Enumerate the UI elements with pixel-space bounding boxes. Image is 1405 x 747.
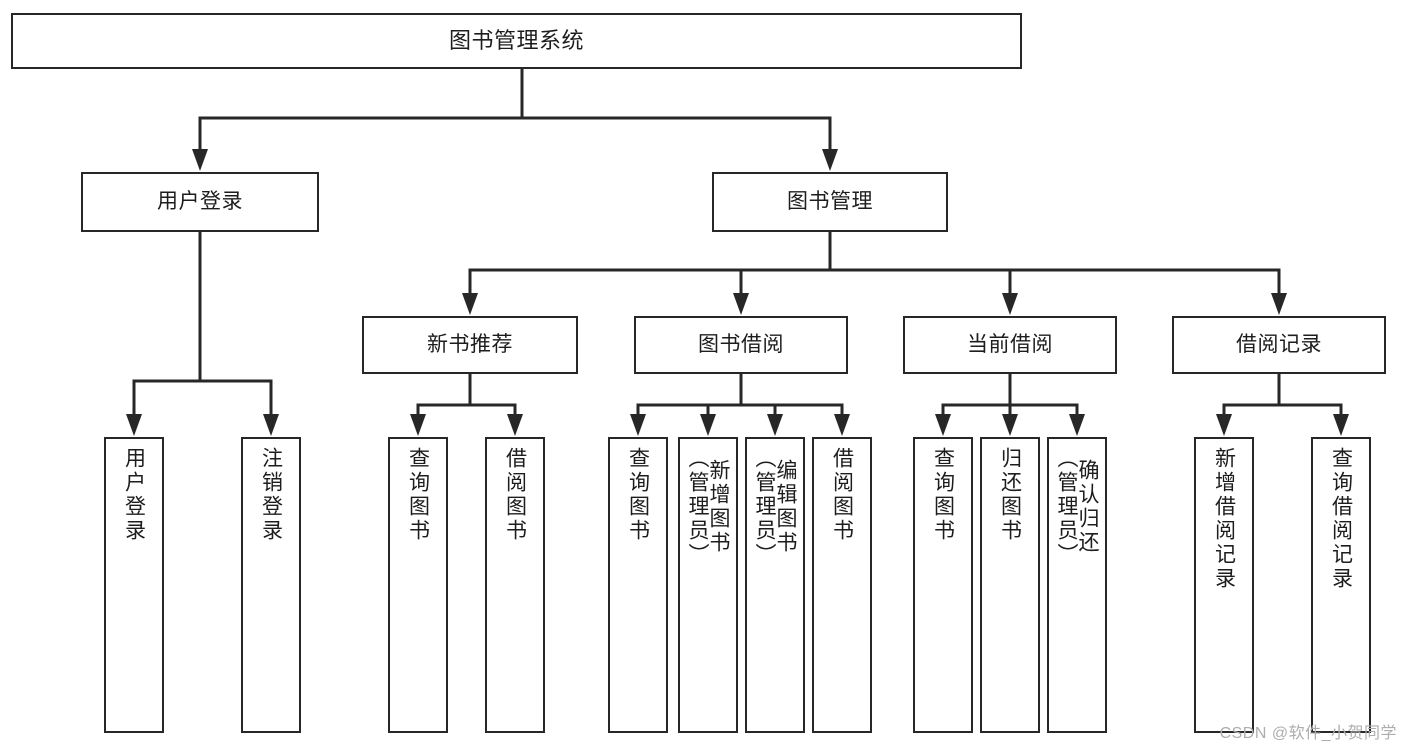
arrow-to-borrow-record [1271,293,1287,315]
arrow-to-book-borrow [733,293,749,315]
node-label-user-login: 用户登录 [157,189,243,213]
node-label-leaf-confirm-return: 确认归还 （管理员） [1055,447,1099,567]
node-leaf-borrow-book-1[interactable]: 借阅图书 [485,437,545,733]
node-leaf-add-record[interactable]: 新增借阅记录 [1194,437,1254,733]
arrow-to-book-manage [822,149,838,171]
node-label-book-borrow: 图书借阅 [698,332,784,356]
node-label-leaf-user-login: 用户登录 [122,447,146,543]
node-leaf-confirm-return[interactable]: 确认归还 （管理员） [1047,437,1107,733]
node-leaf-query-record[interactable]: 查询借阅记录 [1311,437,1371,733]
arrow-to-leaf-add-book [700,414,716,436]
arrow-to-leaf-query-book-2 [630,414,646,436]
node-book-borrow[interactable]: 图书借阅 [634,316,848,374]
node-leaf-query-book-1[interactable]: 查询图书 [388,437,448,733]
node-label-leaf-add-book: 新增图书 （管理员） [686,447,730,567]
node-label-leaf-query-record: 查询借阅记录 [1329,447,1353,591]
arrow-to-leaf-edit-book [767,414,783,436]
arrow-to-leaf-query-record [1333,414,1349,436]
node-label-book-manage: 图书管理 [787,189,873,213]
node-label-current-borrow: 当前借阅 [967,332,1053,356]
node-leaf-logout[interactable]: 注销登录 [241,437,301,733]
node-label-leaf-logout: 注销登录 [259,447,283,543]
connector-arrowheads [126,149,1349,436]
node-new-book-rec[interactable]: 新书推荐 [362,316,578,374]
arrow-to-leaf-return-book [1002,414,1018,436]
arrow-to-leaf-add-record [1216,414,1232,436]
node-label-borrow-record: 借阅记录 [1236,332,1322,356]
node-label-leaf-edit-book: 编辑图书 （管理员） [753,447,797,567]
node-label-leaf-query-book-3: 查询图书 [931,447,955,543]
arrow-to-user-login [192,149,208,171]
node-leaf-add-book[interactable]: 新增图书 （管理员） [678,437,738,733]
node-leaf-user-login[interactable]: 用户登录 [104,437,164,733]
node-label-leaf-borrow-book-2: 借阅图书 [830,447,854,543]
node-label-leaf-return-book: 归还图书 [998,447,1022,543]
node-leaf-query-book-3[interactable]: 查询图书 [913,437,973,733]
arrow-to-new-book-rec [462,293,478,315]
node-label-leaf-add-record: 新增借阅记录 [1212,447,1236,591]
node-leaf-edit-book[interactable]: 编辑图书 （管理员） [745,437,805,733]
arrow-to-leaf-borrow-book-1 [507,414,523,436]
node-label-leaf-borrow-book-1: 借阅图书 [503,447,527,543]
node-user-login[interactable]: 用户登录 [81,172,319,232]
node-leaf-borrow-book-2[interactable]: 借阅图书 [812,437,872,733]
arrow-to-leaf-user-login [126,414,142,436]
arrow-to-leaf-logout [263,414,279,436]
arrow-to-leaf-confirm-return [1069,414,1085,436]
arrow-to-current-borrow [1002,293,1018,315]
node-label-leaf-query-book-1: 查询图书 [406,447,430,543]
node-book-manage[interactable]: 图书管理 [712,172,948,232]
arrow-to-leaf-borrow-book-2 [834,414,850,436]
node-leaf-query-book-2[interactable]: 查询图书 [608,437,668,733]
node-borrow-record[interactable]: 借阅记录 [1172,316,1386,374]
node-label-root: 图书管理系统 [448,28,584,54]
node-label-new-book-rec: 新书推荐 [427,332,513,356]
node-root[interactable]: 图书管理系统 [11,13,1022,69]
node-current-borrow[interactable]: 当前借阅 [903,316,1117,374]
node-label-leaf-query-book-2: 查询图书 [626,447,650,543]
arrow-to-leaf-query-book-3 [935,414,951,436]
node-leaf-return-book[interactable]: 归还图书 [980,437,1040,733]
arrow-to-leaf-query-book-1 [410,414,426,436]
